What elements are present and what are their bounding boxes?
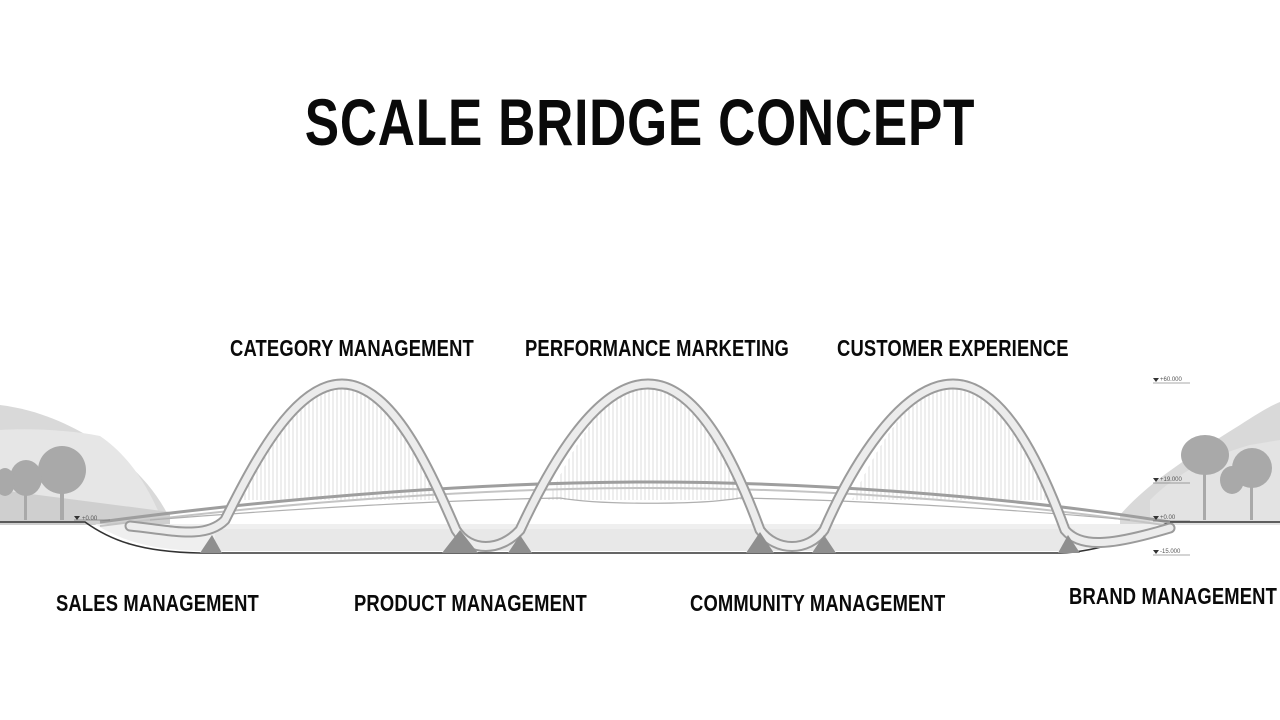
label-brand-management: BRAND MANAGEMENT [1069,583,1278,609]
elevation-right-mid: +19.000 [1160,477,1183,483]
label-performance-marketing: PERFORMANCE MARKETING [525,335,790,361]
bridge-arches [124,378,1176,552]
label-customer-experience: CUSTOMER EXPERIENCE [837,335,1069,361]
right-trees [1181,435,1272,520]
label-category-management: CATEGORY MANAGEMENT [230,335,474,361]
elevation-right-top: +60.000 [1160,377,1183,383]
label-product-management: PRODUCT MANAGEMENT [354,590,587,616]
page-title: SCALE BRIDGE CONCEPT [304,85,976,159]
bridge-deck [99,480,1171,527]
water-band [215,529,1075,551]
bridge-piers [200,530,1080,553]
elevation-right-low: -15.000 [1160,549,1181,555]
label-sales-management: SALES MANAGEMENT [56,590,259,616]
right-landscape [1120,402,1280,525]
elevation-left-deck: +0.00 [82,516,98,522]
arch-cables [242,384,1052,500]
left-landscape [0,405,170,525]
label-community-management: COMMUNITY MANAGEMENT [690,590,946,616]
elevation-right-deck: +0.00 [1160,515,1176,521]
left-trees [0,446,86,520]
elevation-markers: +0.00 +60.000 +19.000 +0.00 -15.000 [74,377,1190,556]
